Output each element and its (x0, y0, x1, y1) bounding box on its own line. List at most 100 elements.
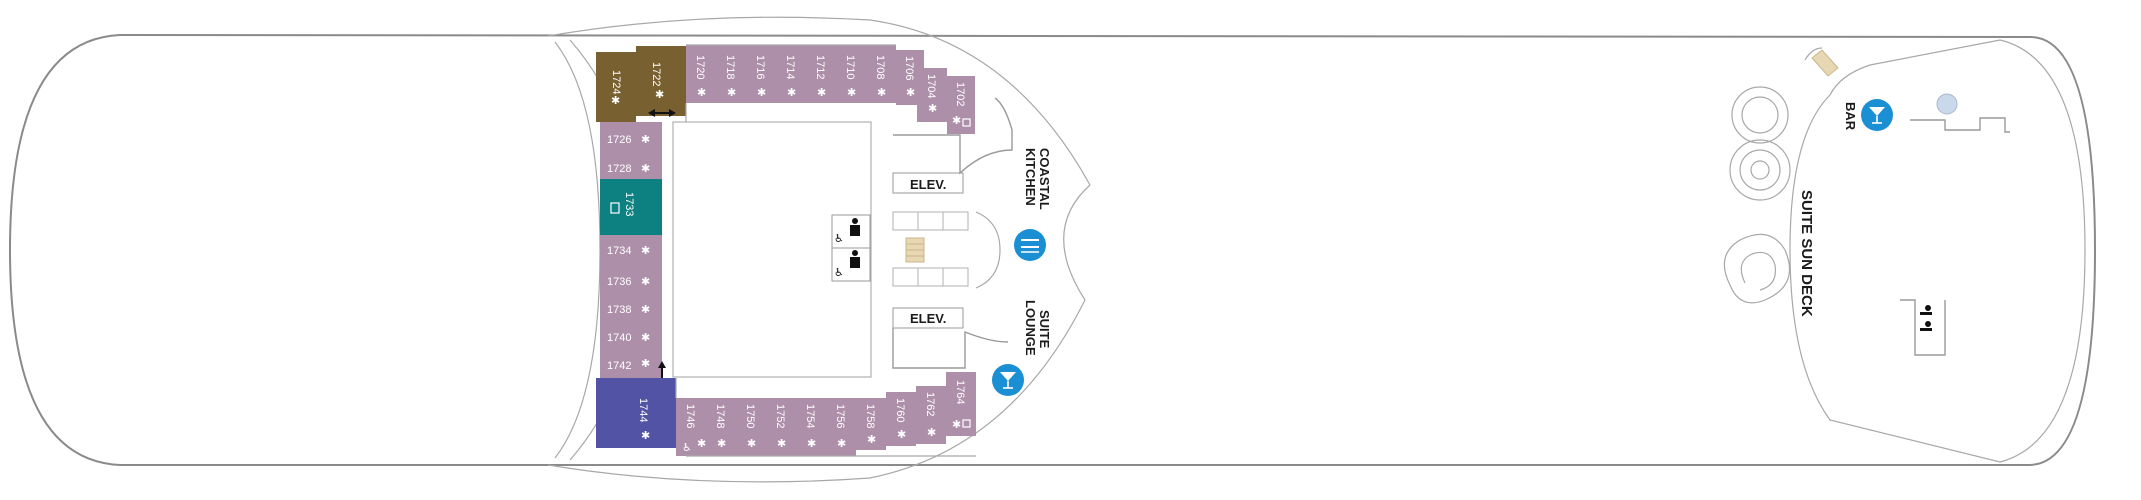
cabin-1710-fill (836, 45, 866, 103)
star-icon: ✱ (927, 426, 936, 439)
star-icon: ✱ (717, 437, 726, 450)
star-icon: ✱ (641, 429, 650, 442)
cabin-1752-fill (766, 398, 796, 456)
star-icon: ✱ (952, 114, 961, 127)
cabin-1720-fill (686, 45, 716, 103)
cabin-1752[interactable]: 1752 ✱ (766, 398, 796, 456)
cabin-1720[interactable]: 1720 ✱ (686, 45, 716, 103)
cabin-1740-fill (600, 322, 662, 350)
cabin-1760[interactable]: 1760 ✱ (886, 392, 916, 446)
cabin-1733[interactable]: 1733 (600, 179, 662, 235)
star-icon: ✱ (641, 357, 650, 370)
cabin-1704-number: 1704 (925, 74, 937, 98)
cabin-1710[interactable]: 1710 ✱ (836, 45, 866, 103)
restroom-icon (1920, 305, 1932, 331)
wheelchair-icon: ♿ (834, 232, 844, 245)
coastal-kitchen[interactable]: COASTAL KITCHEN (1014, 148, 1052, 261)
suite-lounge-label-line2: LOUNGE (1023, 300, 1038, 356)
cabins-aft-row: 1744 ✱ 1746 ✱ ♿ 1748 ✱ 1750 ✱ 1752 ✱ 175… (596, 372, 976, 456)
cabin-1758[interactable]: 1758 ✱ (856, 398, 886, 450)
cabin-1736[interactable]: 1736 ✱ (600, 265, 662, 294)
cabin-1702-number: 1702 (954, 82, 966, 106)
cabin-1744[interactable]: 1744 ✱ (596, 378, 676, 448)
restroom-icon (850, 218, 860, 268)
cabin-1762-number: 1762 (924, 392, 936, 416)
cabin-1750-number: 1750 (744, 404, 756, 428)
cabin-1762[interactable]: 1762 ✱ (916, 386, 946, 444)
star-icon: ✱ (928, 102, 937, 115)
cabin-1726[interactable]: 1726 ✱ (600, 122, 662, 151)
star-icon: ✱ (877, 86, 886, 99)
cabin-1724-fill (596, 52, 636, 122)
cabin-1728[interactable]: 1728 ✱ (600, 151, 662, 179)
fork-knife-icon[interactable] (1014, 229, 1046, 261)
star-icon: ✱ (757, 86, 766, 99)
cabin-1764-number: 1764 (954, 380, 966, 404)
cabin-1742-fill (600, 350, 662, 378)
cabin-1714[interactable]: 1714 ✱ (776, 45, 806, 103)
cabin-1728-fill (600, 151, 662, 179)
star-icon: ✱ (641, 303, 650, 316)
star-icon: ✱ (611, 94, 620, 107)
cabin-1754[interactable]: 1754 ✱ (796, 398, 826, 456)
star-icon: ✱ (727, 86, 736, 99)
cabin-1708-number: 1708 (874, 55, 886, 79)
cabin-1710-number: 1710 (844, 55, 856, 79)
star-icon: ✱ (837, 437, 846, 450)
cabin-1746[interactable]: 1746 ✱ ♿ (676, 398, 706, 456)
cabin-1738[interactable]: 1738 ✱ (600, 294, 662, 322)
cabin-1734[interactable]: 1734 ✱ (600, 235, 662, 265)
star-icon: ✱ (655, 88, 664, 101)
cabin-1712-number: 1712 (814, 55, 826, 79)
cabin-1724[interactable]: 1724 ✱ (596, 52, 636, 122)
spiral-stair-top (1729, 86, 1791, 201)
cabin-1756[interactable]: 1756 ✱ (826, 398, 856, 456)
star-icon: ✱ (807, 437, 816, 450)
cabin-1704[interactable]: 1704 ✱ (917, 68, 947, 122)
cabin-1754-fill (796, 398, 826, 456)
spiral-stair-bottom (1723, 233, 1791, 304)
cocktail-icon[interactable] (1861, 99, 1893, 131)
cabin-1712[interactable]: 1712 ✱ (806, 45, 836, 103)
cabin-1742[interactable]: 1742 ✱ (600, 350, 662, 378)
cabin-1764[interactable]: 1764 ✱ (946, 372, 976, 436)
pool-icon (1936, 93, 1958, 115)
suite-lounge[interactable]: SUITE LOUNGE (992, 300, 1052, 396)
star-icon: ✱ (777, 437, 786, 450)
star-icon: ✱ (747, 437, 756, 450)
cabin-1738-number: 1738 (607, 304, 631, 316)
cabin-1702[interactable]: 1702 ✱ (947, 76, 975, 134)
elevator-label-bottom: ELEV. (910, 311, 946, 326)
cabin-1708-fill (866, 45, 896, 103)
cabin-1718[interactable]: 1718 ✱ (716, 45, 746, 103)
cabin-1716[interactable]: 1716 ✱ (746, 45, 776, 103)
star-icon: ✱ (641, 331, 650, 344)
cabin-1718-number: 1718 (724, 55, 736, 79)
wheelchair-icon: ♿ (834, 266, 844, 279)
cabin-1708[interactable]: 1708 ✱ (866, 45, 896, 103)
cabin-1722[interactable]: 1722 ✱ (636, 46, 686, 116)
cocktail-icon[interactable] (992, 364, 1024, 396)
cabin-1722-fill (636, 46, 686, 116)
elevator-label-top: ELEV. (910, 177, 946, 192)
cabin-1718-fill (716, 45, 746, 103)
coastal-kitchen-label-line2: KITCHEN (1023, 148, 1038, 206)
star-icon: ✱ (906, 86, 915, 99)
cabin-1740[interactable]: 1740 ✱ (600, 322, 662, 350)
cabin-1748[interactable]: 1748 ✱ (706, 398, 736, 456)
star-icon: ✱ (787, 86, 796, 99)
cabin-1760-fill (886, 392, 916, 446)
cabin-1750[interactable]: 1750 ✱ (736, 398, 766, 456)
deck-entrance (1804, 47, 1839, 77)
cabin-1720-number: 1720 (694, 55, 706, 79)
cabin-1734-number: 1734 (607, 245, 631, 257)
cabins-port-column: 1726 ✱ 1728 ✱ 1733 1734 ✱ 1736 ✱ 1738 ✱ (600, 122, 666, 389)
star-icon: ✱ (897, 428, 906, 441)
cabin-1706-number: 1706 (903, 56, 915, 80)
coastal-kitchen-label-line1: COASTAL (1037, 148, 1052, 210)
cabin-1734-fill (600, 235, 662, 265)
star-icon: ✱ (641, 162, 650, 175)
cabin-1760-number: 1760 (894, 398, 906, 422)
star-icon: ✱ (641, 244, 650, 257)
